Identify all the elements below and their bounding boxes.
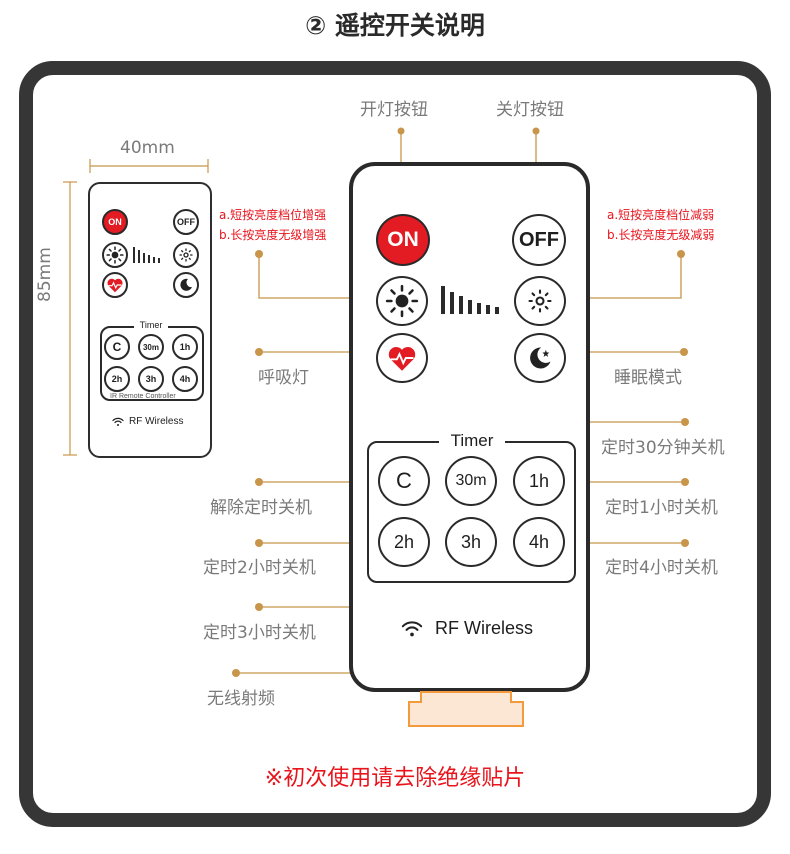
small-30m-button[interactable]: 30m [138,334,164,360]
small-4h-button[interactable]: 4h [172,366,198,392]
heart-pulse-icon[interactable] [102,272,128,298]
2h-timer-button[interactable]: 2h [378,517,430,567]
footer-note: ※初次使用请去除绝缘贴片 [264,766,526,791]
rf-wireless-label: RF Wireless [401,618,533,639]
label-3h: 定时3小时关机 [203,623,316,643]
moon-star-icon[interactable] [514,333,566,383]
on-button[interactable]: ON [376,214,430,266]
wifi-icon [112,417,124,426]
small-2h-button[interactable]: 2h [104,366,130,392]
small-timer-title: Timer [134,320,168,330]
30m-timer-button[interactable]: 30m [445,456,497,506]
brightness-down-icon[interactable] [514,276,566,326]
label-off-button: 关灯按钮 [496,100,564,120]
off-button[interactable]: OFF [512,214,566,266]
insulation-tab [408,691,524,727]
small-cancel-timer-button[interactable]: C [104,334,130,360]
4h-timer-button[interactable]: 4h [513,517,565,567]
label-breathing: 呼吸灯 [258,368,309,388]
brightness-down-icon[interactable] [173,242,199,268]
timer-title: Timer [439,431,505,451]
label-wireless: 无线射频 [207,689,275,709]
brightness-up-icon[interactable] [376,276,428,326]
label-30m: 定时30分钟关机 [601,438,725,458]
note-decrease-short: a.短按亮度档位减弱 [607,208,715,222]
small-rf-label: RF Wireless [112,416,183,427]
page-title: ② 遥控开关说明 [305,11,485,40]
height-dimension: 85mm [35,247,55,302]
ir-label: IR Remote Controller [110,393,176,400]
large-remote: ON OFF Timer C 30m 1h 2h 3h 4h RF Wirele… [349,162,590,692]
note-increase-long: b.长按亮度无级增强 [219,228,327,242]
brightness-up-icon[interactable] [102,242,128,268]
label-4h: 定时4小时关机 [605,558,718,578]
label-1h: 定时1小时关机 [605,498,718,518]
label-2h: 定时2小时关机 [203,558,316,578]
cancel-timer-button[interactable]: C [378,456,430,506]
note-decrease-long: b.长按亮度无级减弱 [607,228,715,242]
heart-pulse-icon[interactable] [376,333,428,383]
label-cancel: 解除定时关机 [210,498,312,518]
width-dimension: 40mm [120,138,175,158]
1h-timer-button[interactable]: 1h [513,456,565,506]
brightness-bars [441,286,499,314]
small-brightness-bars [133,247,160,263]
3h-timer-button[interactable]: 3h [445,517,497,567]
moon-star-icon[interactable] [173,272,199,298]
note-increase-short: a.短按亮度档位增强 [219,208,327,222]
small-off-button[interactable]: OFF [173,209,199,235]
wifi-icon [401,620,423,636]
small-remote: ON OFF Timer C 30m 1h 2h 3h 4h IR Remote… [88,182,212,458]
small-on-button[interactable]: ON [102,209,128,235]
label-sleep: 睡眠模式 [614,368,682,388]
label-on-button: 开灯按钮 [360,100,428,120]
small-1h-button[interactable]: 1h [172,334,198,360]
small-3h-button[interactable]: 3h [138,366,164,392]
